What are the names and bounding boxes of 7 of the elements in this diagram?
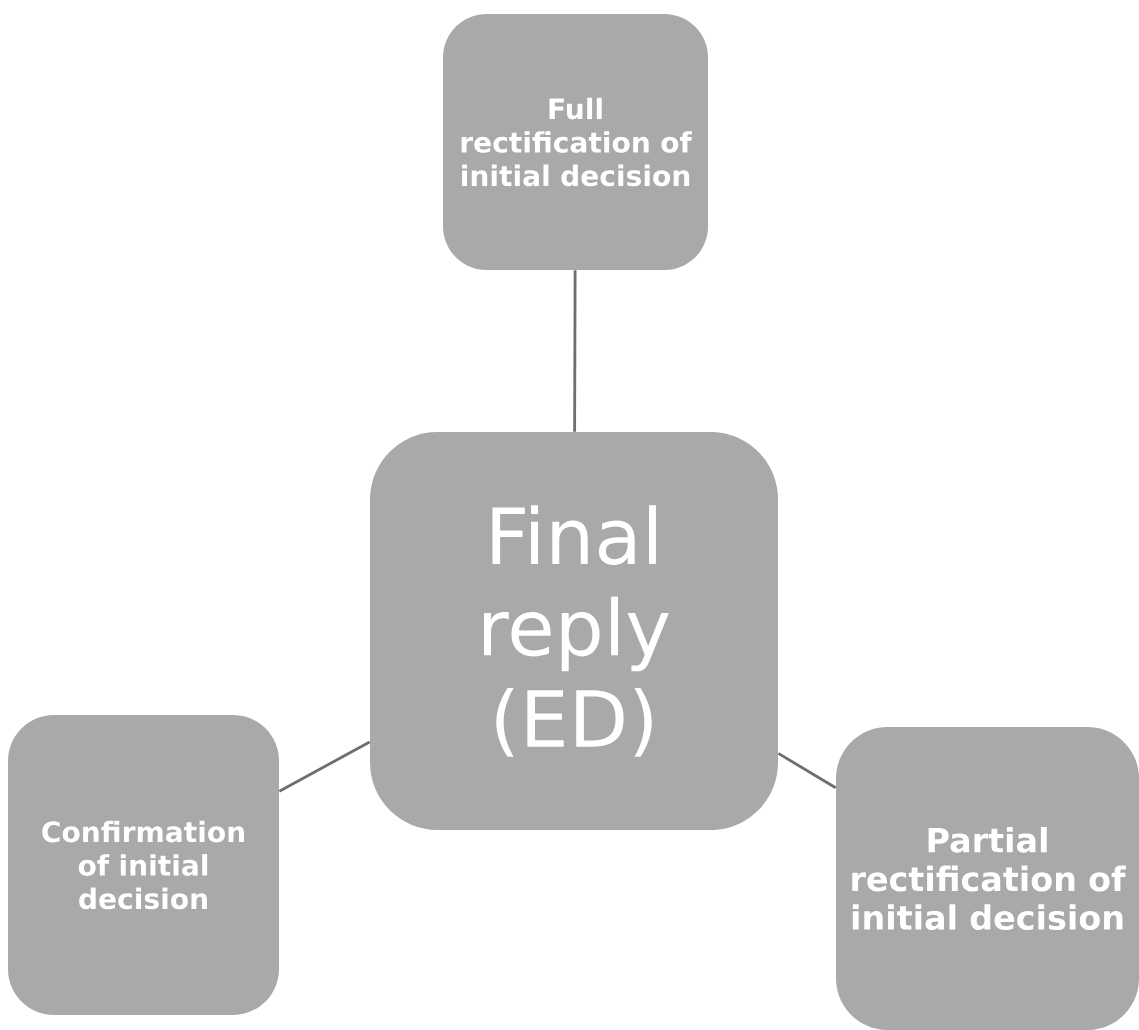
rounded-box: Final reply (ED) xyxy=(370,432,778,830)
connector-line xyxy=(573,270,577,432)
rounded-box: Confirmation of initial decision xyxy=(8,715,279,1015)
rounded-box: Full rectification of initial decision xyxy=(443,14,708,270)
connector-line xyxy=(777,752,837,789)
connector-line xyxy=(278,740,371,793)
rounded-box: Partial rectification of initial decision xyxy=(836,727,1139,1030)
